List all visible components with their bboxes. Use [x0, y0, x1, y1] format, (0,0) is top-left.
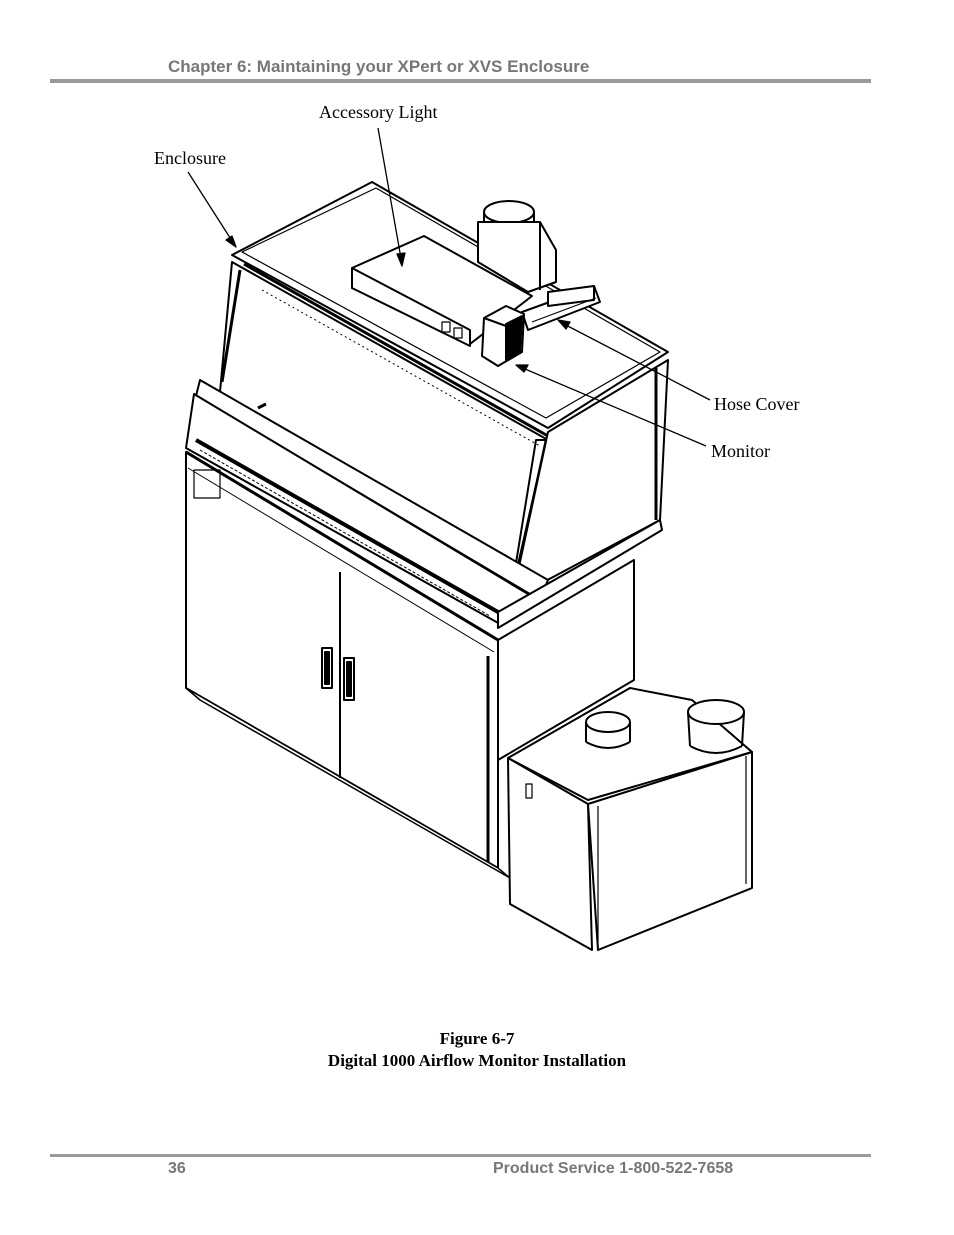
footer-divider [50, 1154, 871, 1157]
blower-unit [507, 687, 753, 951]
callout-enclosure: Enclosure [154, 148, 226, 168]
callout-monitor: Monitor [711, 441, 771, 461]
enclosure-illustration [185, 127, 753, 951]
callout-hose-cover: Hose Cover [714, 394, 800, 414]
hose-cover-bracket [521, 285, 601, 331]
product-service-line: Product Service 1-800-522-7658 [493, 1160, 734, 1177]
leader-lines [187, 127, 711, 447]
figure-number: Figure 6-7 [439, 1029, 515, 1048]
header-divider [50, 79, 871, 83]
cabinet-base [185, 450, 635, 879]
chapter-header: Chapter 6: Maintaining your XPert or XVS… [168, 57, 590, 76]
figure-title: Digital 1000 Airflow Monitor Installatio… [327, 1051, 627, 1070]
callout-accessory-light: Accessory Light [319, 102, 438, 122]
page-number: 36 [168, 1160, 186, 1177]
airflow-monitor [481, 305, 525, 367]
exhaust-duct [477, 200, 557, 293]
